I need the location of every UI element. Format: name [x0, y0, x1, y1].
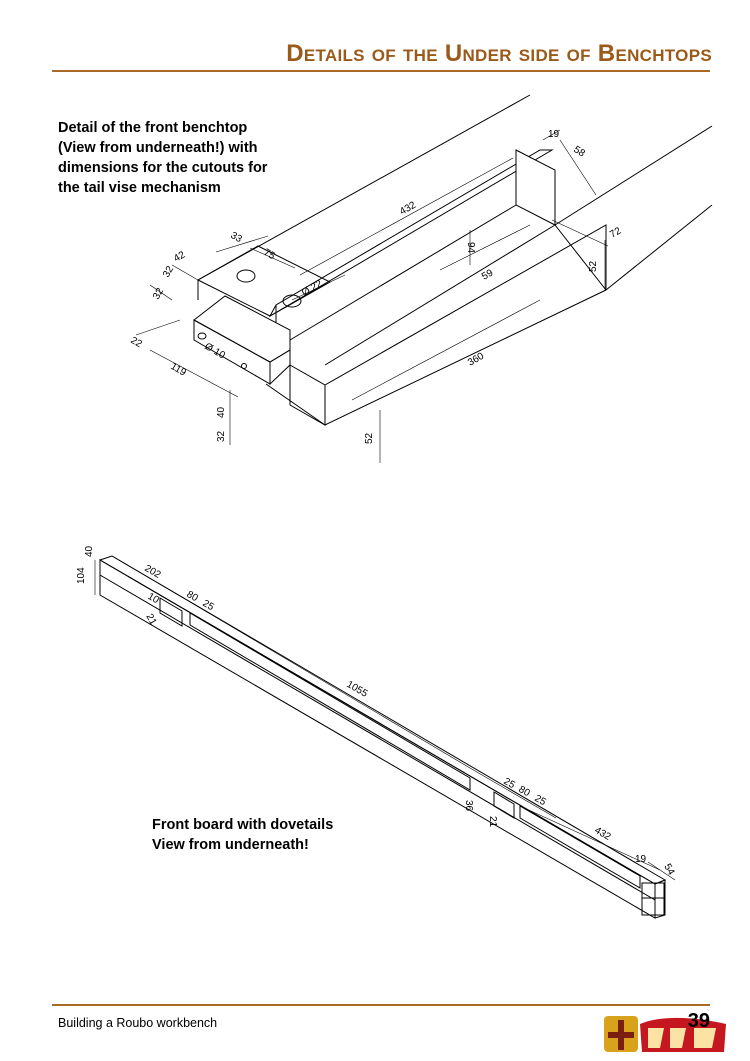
dim-59: 59 [480, 267, 496, 282]
dim-dia-22: Ø 22 [300, 278, 325, 299]
fb-dim-10-a: 10 [146, 591, 162, 606]
fb-dim-104: 104 [76, 567, 87, 584]
dim-40: 40 [216, 406, 227, 418]
dim-dia-10: Ø 10 [203, 341, 228, 362]
dim-360: 360 [466, 351, 486, 369]
footer-book-title: Building a Roubo workbench [58, 1016, 218, 1030]
fb-dim-21-a: 21 [143, 612, 158, 628]
dim-72: 72 [608, 225, 624, 240]
dim-94: 94 [465, 242, 476, 254]
dim-42: 42 [172, 249, 188, 264]
page-title: Details of the Under side of Benchtops [286, 40, 712, 67]
front-board-drawing: 40 104 202 80 25 10 21 1055 25 80 25 36 … [76, 545, 677, 919]
dim-32-c: 32 [216, 430, 227, 442]
fb-dim-21-b: 21 [487, 816, 498, 828]
dim-75: 75 [262, 247, 278, 262]
dim-33: 33 [229, 230, 245, 245]
dim-432: 432 [398, 200, 418, 218]
dim-58: 58 [571, 144, 587, 159]
fb-dim-19: 19 [635, 854, 647, 865]
page-header: Details of the Under side of Benchtops [0, 0, 750, 80]
caption-top-drawing: Detail of the front benchtop (View from … [58, 120, 268, 196]
watermark-logo [604, 1016, 726, 1052]
fb-dim-80-a: 80 [185, 589, 201, 604]
benchtop-detail-drawing: 19 58 432 72 33 75 42 32 32 Ø 22 94 59 5… [129, 94, 713, 463]
dim-22-b: 22 [129, 335, 145, 350]
fb-dim-54: 54 [661, 862, 676, 878]
page-number: 39 [687, 1010, 710, 1032]
fb-dim-25-a: 25 [201, 598, 217, 613]
dim-52-b: 52 [364, 432, 375, 444]
fb-dim-36: 36 [463, 800, 474, 812]
dim-32-b: 32 [151, 286, 166, 302]
fb-dim-80-b: 80 [517, 784, 533, 799]
dim-119: 119 [169, 361, 189, 379]
fb-dim-40: 40 [84, 545, 95, 557]
dim-32-a: 32 [161, 264, 176, 280]
header-rule [52, 70, 710, 72]
technical-drawings: 19 58 432 72 33 75 42 32 32 Ø 22 94 59 5… [76, 94, 713, 919]
caption-bottom-drawing: Front board with dovetails View from und… [152, 817, 334, 853]
dim-52-a: 52 [588, 260, 599, 272]
dim-19: 19 [548, 129, 560, 140]
fb-dim-25-b: 25 [502, 776, 518, 791]
footer-rule [52, 1004, 710, 1006]
fb-dim-25-c: 25 [533, 793, 549, 808]
